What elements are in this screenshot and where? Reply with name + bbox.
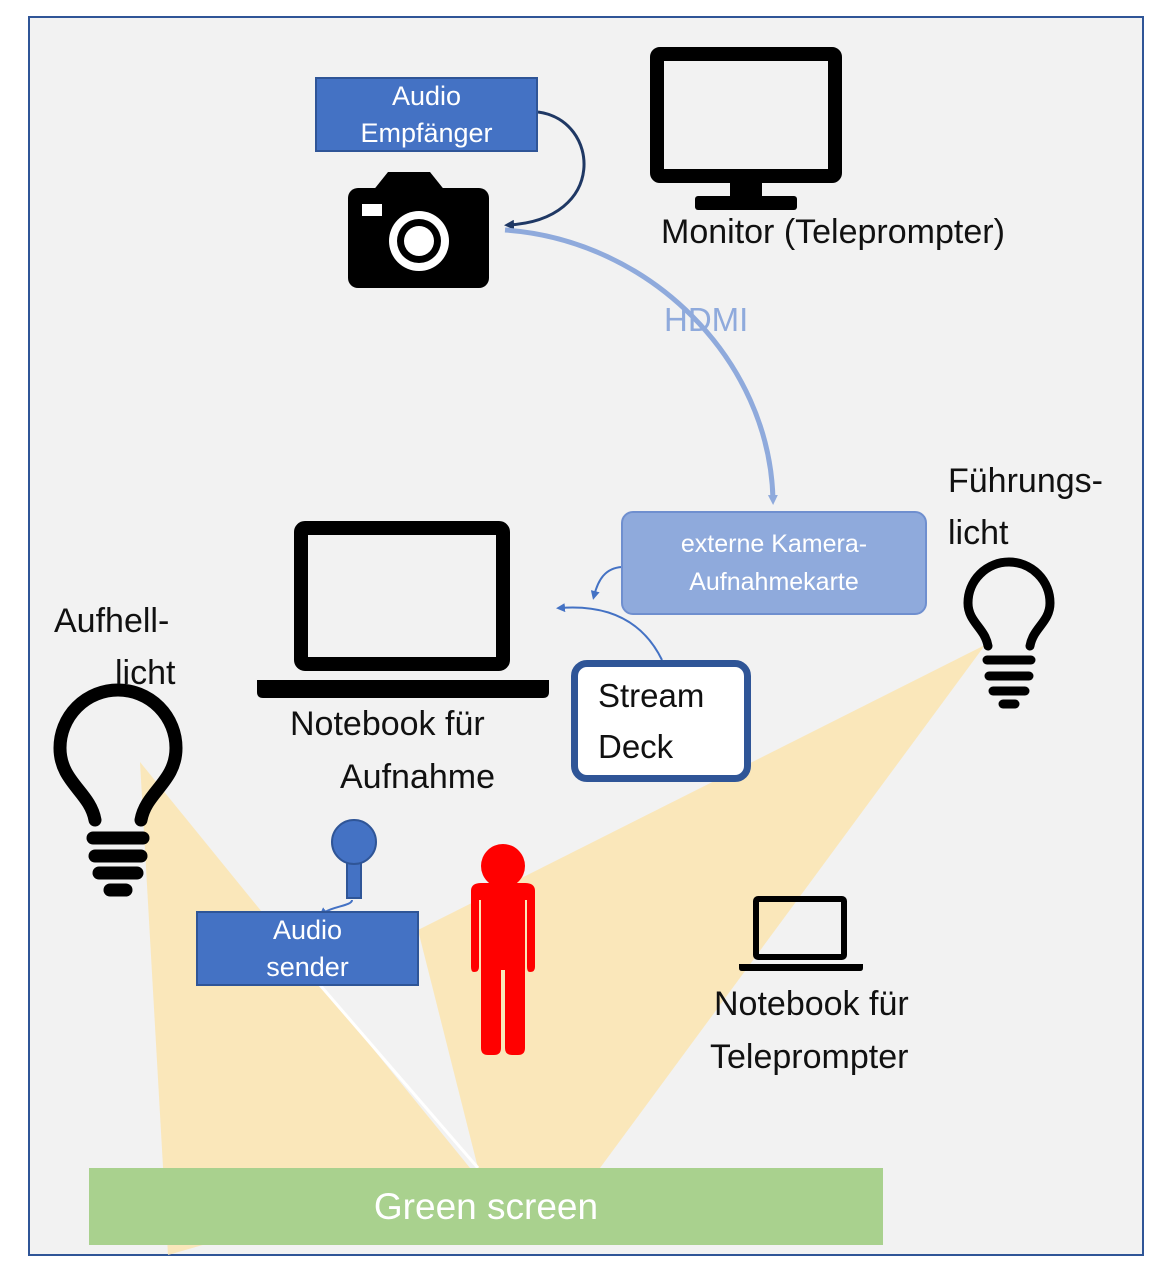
- stream-deck-to-notebook-arrow: [556, 603, 663, 661]
- fill-light-label-line2: licht: [115, 654, 176, 692]
- stream-deck-line1: Stream: [598, 677, 705, 714]
- monitor-label: Monitor (Teleprompter): [661, 213, 1005, 251]
- recording-notebook-label-line1: Notebook für: [290, 705, 485, 743]
- audio-receiver-connector: [504, 110, 586, 230]
- hdmi-label: HDMI: [664, 301, 749, 338]
- key-light-label-line2: licht: [948, 514, 1009, 552]
- fill-light-beam: [140, 762, 470, 1255]
- capture-card-line1: externe Kamera-: [680, 530, 868, 558]
- stream-deck-line2: Deck: [598, 728, 674, 765]
- green-screen: Green screen: [89, 1168, 883, 1245]
- small-laptop-icon: [739, 896, 863, 971]
- camera-icon: [348, 172, 489, 288]
- stream-deck-box: Stream Deck: [571, 660, 751, 782]
- audio-sender-box: Audio sender: [196, 911, 419, 986]
- capture-card-line2: Aufnahmekarte: [689, 568, 859, 596]
- key-light-beam: [418, 645, 985, 1168]
- fill-light-bulb-icon: [53, 683, 183, 897]
- hdmi-cable-arrow: [504, 227, 778, 505]
- recording-notebook-label-line2: Aufnahme: [340, 758, 495, 796]
- audio-sender-line2: sender: [266, 951, 349, 982]
- capture-card-box: externe Kamera- Aufnahmekarte: [621, 511, 927, 615]
- key-light-label-line1: Führungs-: [948, 462, 1103, 500]
- teleprompter-notebook-label-line1: Notebook für: [714, 985, 909, 1023]
- audio-sender-line1: Audio: [272, 914, 343, 945]
- green-screen-label: Green screen: [373, 1185, 599, 1227]
- audio-receiver-box: Audio Empfänger: [315, 77, 538, 152]
- laptop-icon: [257, 521, 549, 698]
- capture-card-to-notebook-arrow: [590, 566, 623, 600]
- key-light-bulb-icon: [963, 557, 1055, 709]
- fill-light-label-line1: Aufhell-: [54, 602, 170, 640]
- microphone-icon: [331, 819, 377, 899]
- beam-highlight: [318, 984, 480, 1169]
- audio-receiver-line2: Empfänger: [360, 117, 493, 148]
- audio-receiver-line1: Audio: [391, 80, 462, 111]
- presenter-person-icon: [471, 844, 535, 1055]
- teleprompter-notebook-label-line2: Teleprompter: [710, 1038, 909, 1076]
- monitor-icon: [650, 47, 842, 210]
